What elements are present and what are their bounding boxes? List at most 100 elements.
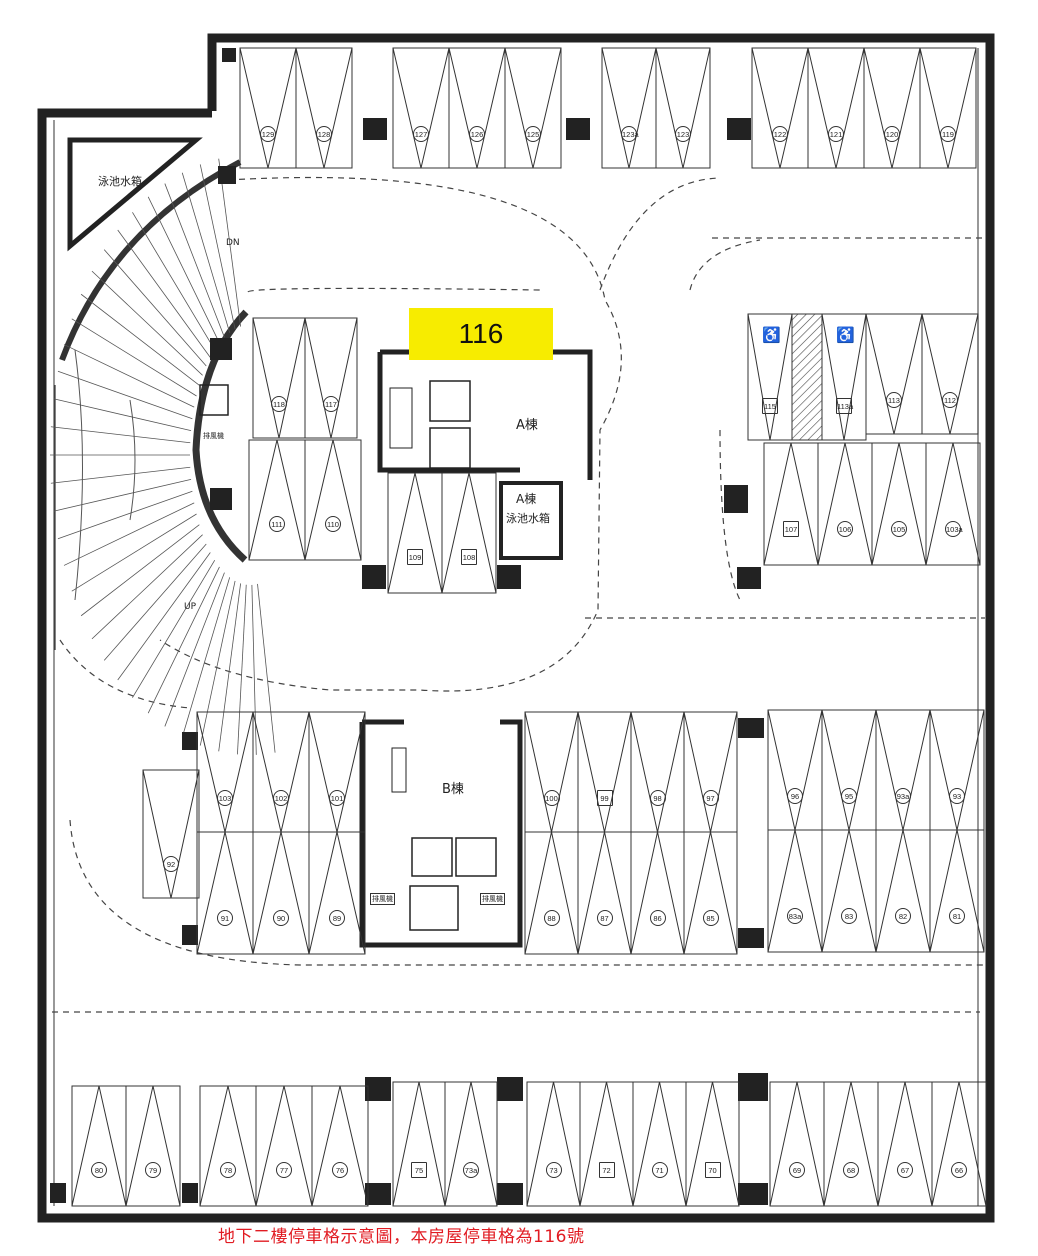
- stall-marking: [524, 711, 579, 833]
- ramp-tread: [103, 543, 207, 661]
- stall-number: 103: [217, 790, 233, 806]
- stall-marking: [252, 317, 306, 439]
- ramp-tread: [117, 552, 211, 681]
- stall-number: 82: [895, 908, 911, 924]
- parking-stall: [751, 47, 809, 169]
- stall-number: 96: [787, 788, 803, 804]
- stall-number: 108: [461, 549, 477, 565]
- parking-stall: [875, 829, 931, 953]
- stall-marking: [142, 769, 200, 899]
- ramp-up-label: UP: [184, 602, 197, 612]
- stall-number: 86: [649, 910, 666, 926]
- parking-stall: [769, 1081, 825, 1207]
- parking-stall: [524, 831, 579, 955]
- stall-marking: [655, 47, 711, 169]
- stall-marking: [630, 831, 685, 955]
- stall-marking: [252, 831, 310, 955]
- stall-marking: [248, 439, 306, 561]
- parking-stall: [929, 829, 985, 953]
- stall-marking: [747, 313, 793, 441]
- ramp-tread: [71, 513, 197, 592]
- stall-number: 76: [332, 1162, 348, 1178]
- stall-number: 105: [891, 521, 907, 537]
- stall-number: 89: [329, 910, 345, 926]
- ramp-tread: [147, 566, 220, 714]
- stall-number: 93: [949, 788, 965, 804]
- parking-stall: [925, 442, 981, 566]
- parking-stall: [142, 769, 200, 899]
- ramp-tread: [57, 490, 193, 540]
- parking-stall: [441, 472, 497, 594]
- stall-number: 125: [525, 126, 541, 142]
- stall-marking: [925, 442, 981, 566]
- stall-number: 78: [220, 1162, 236, 1178]
- stall-marking: [823, 1081, 879, 1207]
- stall-marking: [929, 829, 985, 953]
- ramp-tread: [164, 183, 225, 338]
- parking-stall: [863, 47, 921, 169]
- parking-stall: [823, 1081, 879, 1207]
- ramp-tread: [218, 158, 242, 327]
- parking-stall: [304, 439, 362, 561]
- stall-number: 91: [217, 910, 233, 926]
- parking-stall: [683, 711, 738, 833]
- ramp-tread: [147, 196, 220, 344]
- ramp-tread: [117, 229, 211, 358]
- parking-stall: [71, 1085, 127, 1207]
- stall-marking: [751, 47, 809, 169]
- highlighted-space-116: 116: [409, 308, 553, 360]
- stall-marking: [821, 313, 867, 441]
- stall-marking: [601, 47, 657, 169]
- stall-marking: [239, 47, 297, 169]
- stall-number: 87: [596, 910, 613, 926]
- stall-number: 71: [651, 1162, 668, 1178]
- stall-number: 68: [843, 1162, 859, 1178]
- parking-stall: [199, 1085, 257, 1207]
- ramp-tread: [50, 466, 191, 484]
- stall-marking: [304, 317, 358, 439]
- stall-marking: [387, 472, 443, 594]
- exhaust-fan-b1-label: 排風機: [370, 893, 395, 905]
- ramp-tread: [251, 584, 257, 755]
- stall-number: 73: [545, 1162, 562, 1178]
- stall-marking: [821, 829, 877, 953]
- stall-number: 83a: [787, 908, 803, 924]
- ramp-tread: [80, 524, 200, 617]
- parking-stall: [248, 439, 306, 561]
- stall-number: 67: [897, 1162, 913, 1178]
- ramp-tread: [63, 502, 195, 566]
- exhaust-fan-b2-label: 排風機: [480, 893, 505, 905]
- parking-stall: [865, 313, 923, 435]
- ramp-tread: [50, 426, 191, 444]
- stall-marking: [311, 1085, 369, 1207]
- stall-number: 77: [276, 1162, 292, 1178]
- parking-stall: [526, 1081, 581, 1207]
- stall-number: 129: [260, 126, 276, 142]
- stall-number: 115: [762, 398, 778, 414]
- outer-wall: [37, 33, 995, 1223]
- stall-marking: [929, 709, 985, 831]
- stall-number: 106: [837, 521, 853, 537]
- ramp-tread: [103, 249, 207, 367]
- parking-stall: [630, 711, 685, 833]
- stall-number: 111: [269, 516, 285, 532]
- stall-number: 85: [702, 910, 719, 926]
- parking-stall: [252, 317, 306, 439]
- parking-stall: [767, 709, 823, 831]
- parking-stall: [444, 1081, 498, 1207]
- stall-marking: [504, 47, 562, 169]
- stall-number: 72: [598, 1162, 615, 1178]
- parking-stall: [630, 831, 685, 955]
- ramp-tread: [91, 270, 203, 376]
- stall-number: 79: [145, 1162, 161, 1178]
- ramp-tread: [91, 534, 203, 640]
- parking-stall: [807, 47, 865, 169]
- parking-stall: [252, 831, 310, 955]
- stall-number: 97: [702, 790, 719, 806]
- stall-marking: [875, 829, 931, 953]
- stall-number: 112: [942, 392, 958, 408]
- ramp-tread: [63, 344, 195, 408]
- stall-number: 107: [783, 521, 799, 537]
- stall-marking: [817, 442, 873, 566]
- stall-marking: [125, 1085, 181, 1207]
